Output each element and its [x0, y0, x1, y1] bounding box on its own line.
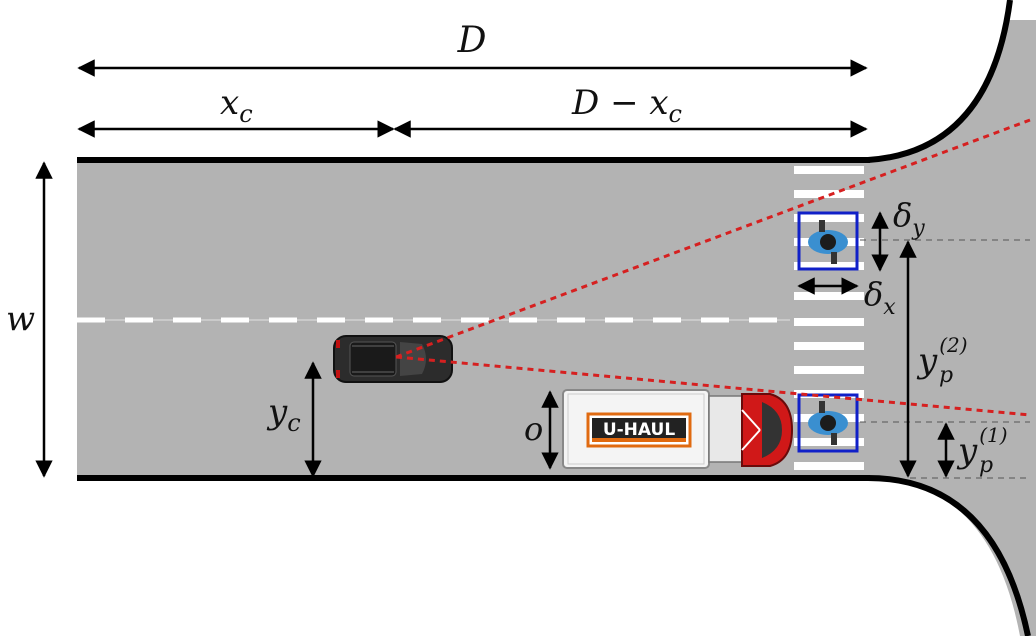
label-y-c-main: y [266, 392, 288, 432]
pedestrian-top-view-icon [797, 211, 859, 271]
truck-box-trim [567, 393, 705, 465]
side-road-surface [866, 20, 1036, 636]
truck-cab-frame [708, 395, 746, 463]
pedestrian-1-leg [819, 401, 825, 413]
pedestrian-1-leg [831, 433, 837, 445]
side-road-bottom-curb [867, 475, 1031, 636]
crosswalk-stripe [794, 166, 864, 174]
pedestrian-1-box [797, 393, 859, 453]
pedestrian-2-box [797, 211, 859, 271]
label-y-p2-sub: p [939, 363, 953, 388]
truck-logo-text: U-HAUL [603, 420, 676, 440]
truck-logo-underline [592, 438, 686, 442]
side-road-top-curb [867, 0, 1013, 163]
label-delta-y: δy [893, 196, 925, 241]
label-D-minus-x-c-sub: c [669, 100, 682, 128]
crosswalk-stripe [794, 462, 864, 470]
label-y-p2: y(2) p [916, 333, 968, 388]
label-y-c: yc [266, 392, 301, 437]
label-y-c-sub: c [287, 409, 300, 437]
pedestrian-1-head [820, 415, 836, 431]
label-y-p1-main: y [956, 431, 978, 471]
label-D-minus-x-c-main: D − x [571, 83, 669, 123]
labels: D xc D − xc w yc o δy δx y(2)p y(1)p [6, 20, 1008, 478]
truck-windshield [762, 402, 782, 458]
crosswalk-stripe [794, 214, 864, 222]
sight-lines [395, 118, 1031, 417]
pedestrian-2-leg [819, 220, 825, 232]
label-delta-x: δx [864, 275, 896, 320]
label-D-minus-x-c: D − xc [571, 83, 682, 128]
label-y-p2-sup: (2) [939, 333, 967, 357]
moving-truck-top-view-icon: U-HAUL [562, 389, 794, 469]
car-windshield [400, 342, 426, 376]
label-x-c-main: x [220, 83, 239, 123]
pedestrian-2-leg [831, 252, 837, 264]
label-delta-x-main: δ [864, 275, 883, 313]
road [77, 0, 1036, 636]
crosswalk-stripe [794, 366, 864, 374]
pedestrian-2-head [820, 234, 836, 250]
label-delta-x-sub: x [883, 295, 896, 320]
label-y-p2-main: y [916, 341, 938, 381]
truck-cab-stripe [741, 429, 761, 451]
truck-cab-stripe [741, 409, 761, 431]
crosswalk-stripe [794, 342, 864, 350]
label-delta-y-main: δ [893, 196, 912, 234]
crosswalk-stripe [794, 292, 864, 300]
label-D: D [457, 20, 487, 61]
dimension-arrows [35, 59, 955, 478]
label-delta-y-sub: y [911, 216, 925, 241]
label-y-p1-sub: p [979, 453, 993, 478]
label-o: o [524, 410, 543, 448]
car-roof [349, 341, 397, 377]
label-x-c: xc [220, 83, 253, 128]
label-w: w [6, 299, 35, 339]
sight-line-upper [395, 118, 1031, 359]
car-taillight [336, 370, 340, 378]
reference-lines [860, 239, 1030, 479]
crosswalk-stripe [794, 262, 864, 270]
sight-line-lower [395, 355, 1031, 417]
label-y-p1: y(1) p [956, 423, 1008, 478]
car-top-view-icon [333, 335, 453, 383]
car-taillight [336, 340, 340, 348]
pedestrian-top-view-icon [797, 393, 859, 453]
crosswalk-stripe [794, 438, 864, 446]
label-x-c-sub: c [239, 100, 252, 128]
crosswalk-stripe [794, 318, 864, 326]
label-y-p1-sup: (1) [979, 423, 1007, 447]
